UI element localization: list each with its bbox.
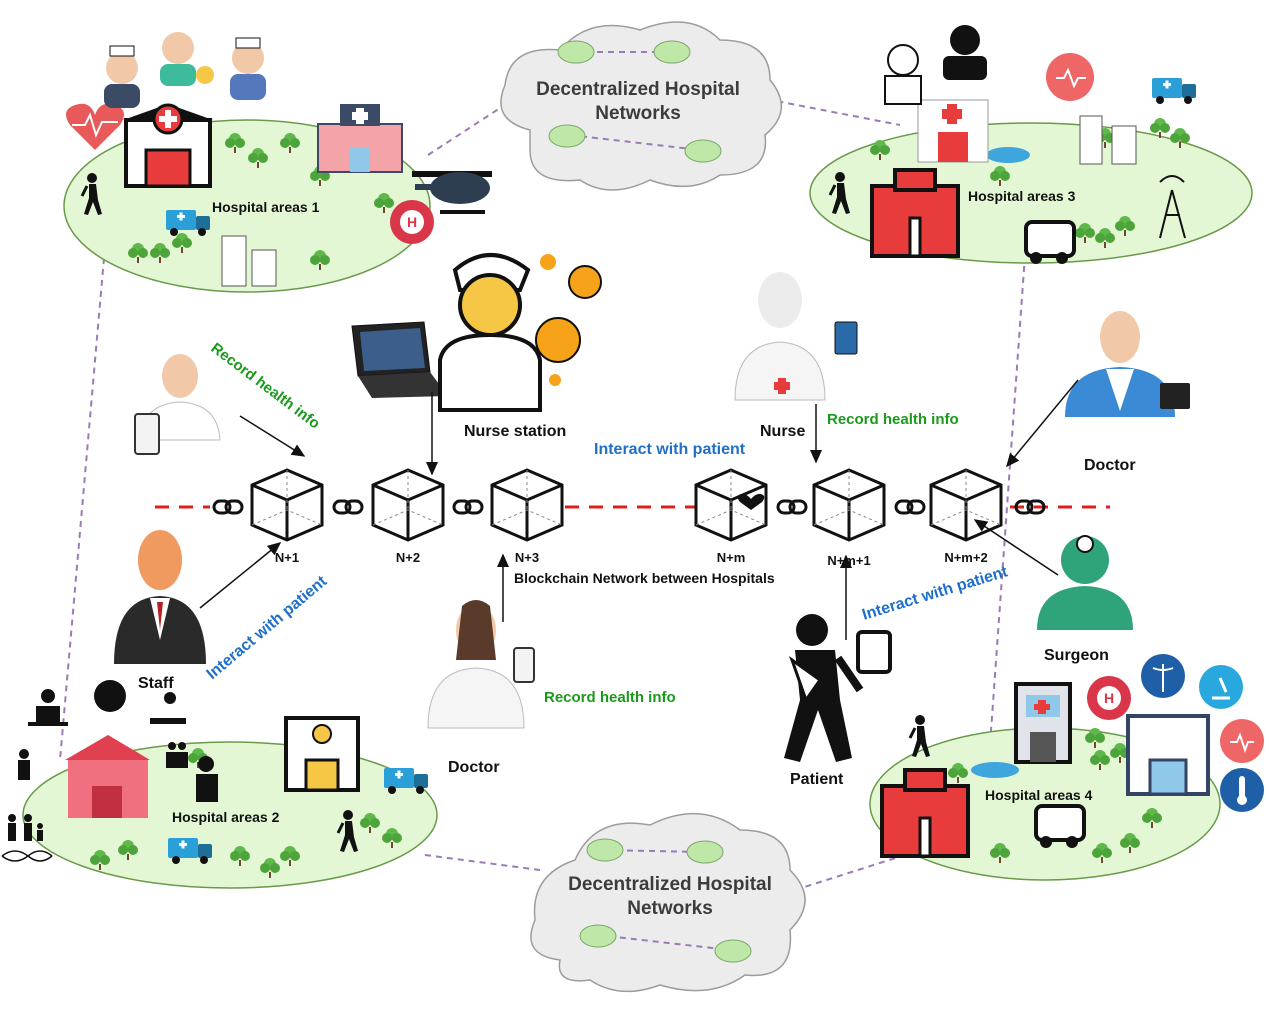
staff-icon — [114, 530, 206, 664]
hospital-icon — [123, 103, 213, 188]
tablet-icon — [856, 630, 892, 674]
annotation-record-doctor: Record health info — [544, 689, 676, 706]
hospital-icon — [1126, 714, 1210, 796]
cloud-bottom — [530, 812, 806, 993]
ambulance-icon — [1152, 78, 1196, 104]
chain-link-icon — [332, 499, 364, 515]
heart-rate-icon — [1046, 53, 1094, 101]
nurse-icon — [104, 45, 140, 108]
hospital-area-3 — [809, 25, 1253, 264]
label-doctor-center: Doctor — [448, 759, 500, 776]
building-icon — [221, 235, 277, 287]
block-cube-icon — [490, 468, 564, 542]
annotation-record-left: Record health info — [208, 340, 323, 433]
nurse-icon — [18, 680, 186, 780]
label-staff: Staff — [138, 675, 174, 692]
block-cube-icon — [371, 468, 445, 542]
chain-link-icon — [452, 499, 484, 515]
dna-icon — [1, 850, 53, 862]
nurse-icon — [734, 272, 858, 401]
doctor-icon — [166, 742, 218, 802]
antenna-icon — [1159, 175, 1186, 239]
microscope-icon — [1199, 665, 1243, 709]
label-patient: Patient — [790, 771, 844, 788]
area-label-1: Hospital areas 1 — [212, 199, 320, 215]
hospital-icon — [1014, 682, 1072, 764]
cloud-bottom-line1: Decentralized Hospital — [568, 874, 772, 895]
nurse-station-icon — [438, 253, 602, 412]
arrows — [199, 379, 1079, 640]
block-label: N+2 — [396, 550, 420, 565]
chain-link-icon — [776, 499, 808, 515]
old-man-icon — [160, 32, 214, 86]
hospital-h-icon: H — [390, 200, 434, 244]
label-nurse: Nurse — [760, 423, 805, 440]
block-cube-icon — [812, 468, 886, 542]
area-label-2: Hospital areas 2 — [172, 809, 280, 825]
family-icon — [8, 814, 43, 841]
caduceus-icon — [1141, 654, 1185, 698]
chain-link-icon — [212, 499, 244, 515]
hospital-area-1: H — [63, 32, 492, 293]
heart-rate-icon — [66, 103, 124, 150]
doctor-icon — [884, 25, 987, 105]
helicopter-icon — [412, 171, 492, 214]
block-label: N+m+1 — [827, 553, 870, 568]
area-label-3: Hospital areas 3 — [968, 188, 1076, 204]
annotation-interact-surgeon: Interact with patient — [860, 563, 1010, 624]
thermometer-icon — [1220, 768, 1264, 812]
laptop-icon — [351, 321, 448, 398]
block-label: N+3 — [515, 550, 539, 565]
building-icon — [1079, 115, 1137, 165]
cloud-top — [500, 21, 783, 191]
doctor-icon — [1065, 311, 1190, 417]
surgeon-icon — [1037, 535, 1133, 630]
chain-link-icon — [894, 499, 926, 515]
svg-text:H: H — [407, 214, 417, 230]
blockchain — [212, 468, 1046, 542]
cloud-top-line2: Networks — [595, 103, 681, 124]
hospital-icon — [880, 768, 970, 858]
block-label: N+m — [717, 550, 746, 565]
svg-text:H: H — [1104, 690, 1114, 706]
cloud-bottom-line2: Networks — [627, 898, 713, 919]
ambulance-icon — [1024, 220, 1076, 264]
heart-rate-icon — [1220, 719, 1264, 763]
block-cube-icon — [250, 468, 324, 542]
block-label: N+1 — [275, 550, 299, 565]
hospital-area-2 — [1, 680, 438, 889]
hospital-icon — [65, 735, 150, 818]
label-nurse-station: Nurse station — [464, 423, 566, 440]
hospital-area-4: H — [869, 654, 1264, 881]
network-label: Blockchain Network between Hospitals — [514, 570, 775, 586]
patient-icon — [784, 614, 864, 762]
block-label: N+m+2 — [944, 550, 987, 565]
block-labels: N+1 N+2 N+3 N+m N+m+1 N+m+2 — [275, 550, 988, 568]
annotation-interact-top: Interact with patient — [594, 441, 746, 458]
label-doctor-right: Doctor — [1084, 457, 1136, 474]
clinic-icon — [317, 104, 403, 173]
ambulance-icon — [1034, 804, 1086, 848]
label-surgeon: Surgeon — [1044, 647, 1109, 664]
annotation-record-nurse: Record health info — [827, 411, 959, 428]
doctor-icon — [134, 353, 221, 455]
hospital-icon — [284, 716, 360, 792]
doctor-icon — [427, 600, 535, 729]
nurse-icon — [230, 37, 266, 100]
hospital-h-icon: H — [1087, 676, 1131, 720]
cloud-top-line1: Decentralized Hospital — [536, 79, 740, 100]
hospital-icon — [870, 168, 960, 258]
hospital-icon — [917, 99, 989, 163]
cloud-labels: Decentralized Hospital Networks Decentra… — [536, 79, 772, 919]
area-label-4: Hospital areas 4 — [985, 787, 1093, 803]
